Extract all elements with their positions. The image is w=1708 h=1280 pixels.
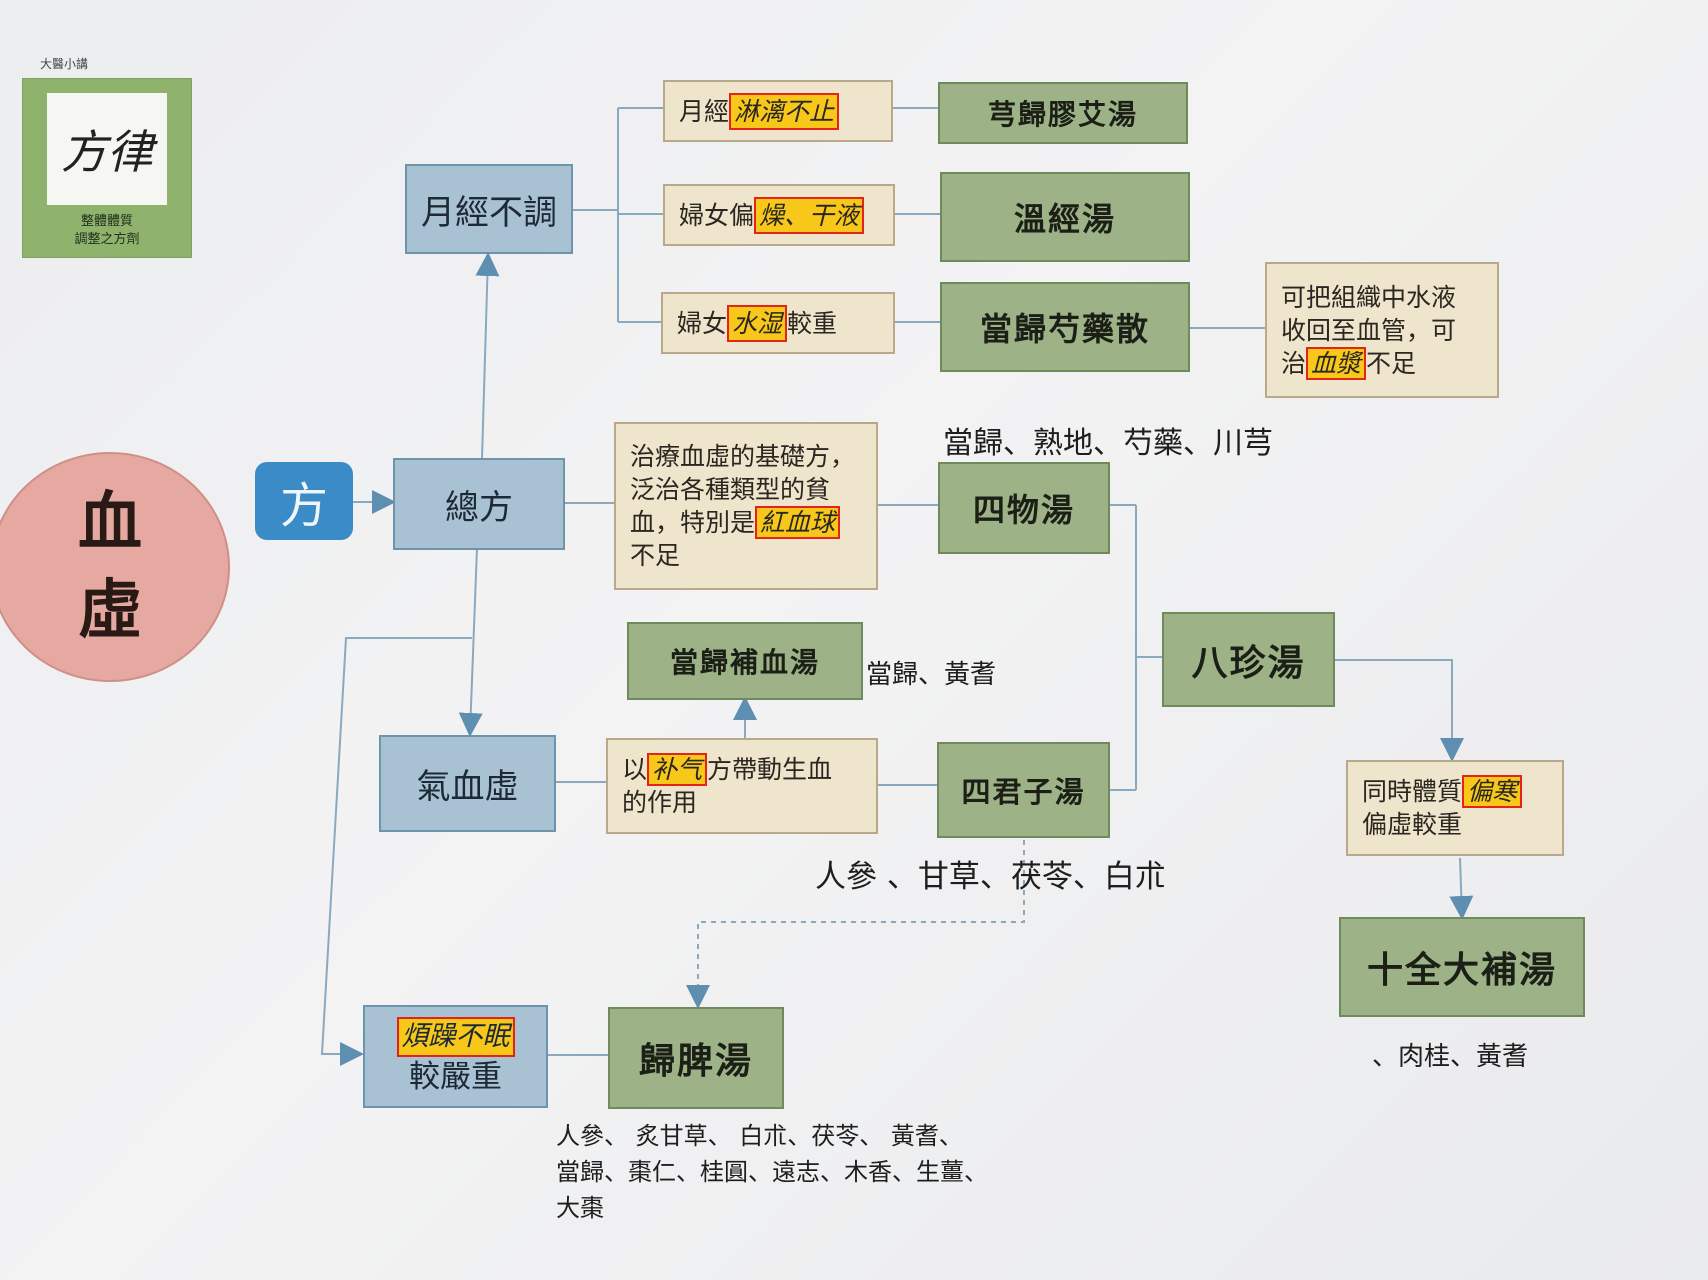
formula-shi-quan: 十全大補湯 [1339,917,1585,1017]
formula-si-wu: 四物湯 [938,462,1110,554]
ingredients-gui-pi: 人參、 炙甘草、 白朮、茯苓、 黃耆、 當歸、棗仁、桂圓、遠志、木香、生薑、 大… [556,1118,988,1226]
siwu-desc-line1: 治療血虛的基礎方， [630,442,856,471]
siwu-desc-line3-prefix: 血，特別是 [630,508,756,537]
node-severe: 煩躁不眠 較嚴重 [363,1005,548,1108]
bazhen-desc-line1: 同時體質偏寒 [1362,775,1523,808]
formula-wen-jing: 溫經湯 [940,172,1190,262]
formula-dang-gui-bu-xue: 當歸補血湯 [627,622,863,700]
bazhen-desc-highlight: 偏寒 [1462,775,1523,808]
ingredients-si-jun-zi: 人參 、甘草、茯苓、白朮 [815,859,1166,895]
condition-1-prefix: 月經 [679,96,730,126]
water-note-highlight: 血漿 [1306,346,1367,380]
logo-caption-line2: 調整之方劑 [74,232,140,247]
formula-ba-zhen: 八珍湯 [1162,612,1335,707]
ingredients-shi-quan: 、肉桂、黃耆 [1372,1042,1529,1072]
logo-title: 方律 [47,93,167,205]
severe-highlight: 煩躁不眠 [396,1016,515,1057]
water-note-line2: 收回至血管，可 [1281,315,1457,345]
water-note-line1: 可把組織中水液 [1281,282,1457,312]
condition-3-highlight: 水湿 [727,304,788,342]
formula-xiong-gui: 芎歸膠艾湯 [938,82,1188,144]
qi-desc-box: 以补气方帶動生血 的作用 [606,738,878,834]
condition-3-prefix: 婦女 [677,308,728,338]
logo-header: 大醫小講 [40,57,89,71]
main-topic-line2: 虛 [78,573,142,648]
formula-si-jun-zi: 四君子湯 [937,742,1110,838]
siwu-desc-line4: 不足 [630,541,681,570]
node-qixuexu: 氣血虛 [379,735,556,832]
qi-desc-suffix: 方帶動生血 [707,755,833,784]
water-note-box: 可把組織中水液 收回至血管，可 治血漿不足 [1265,262,1499,398]
main-topic-line1: 血 [78,485,142,560]
condition-2-prefix: 婦女偏 [679,200,755,230]
logo-caption: 整體體質 調整之方劑 [23,213,191,249]
logo-caption-line1: 整體體質 [80,214,133,229]
water-note-line3-suffix: 不足 [1366,348,1417,378]
siwu-desc-line3: 血，特別是紅血球 [630,506,841,539]
ingredients-gui-pi-line3: 大棗 [556,1194,604,1222]
ingredients-dang-gui-bu-xue: 當歸、黃耆 [866,660,997,690]
siwu-desc-line2: 泛治各種類型的貧 [630,475,831,504]
node-yuejing-butiao: 月經不調 [405,164,573,254]
formula-gui-pi: 歸脾湯 [608,1007,784,1109]
water-note-line3: 治血漿不足 [1281,346,1417,380]
condition-1-highlight: 淋漓不止 [729,92,840,130]
main-topic-circle: 血 虛 [0,452,230,682]
condition-1: 月經 淋漓不止 [663,80,893,142]
logo: 方律 整體體質 調整之方劑 [22,78,192,258]
bazhen-desc-prefix: 同時體質 [1362,777,1463,806]
water-note-line3-prefix: 治 [1281,348,1307,378]
bazhen-desc-box: 同時體質偏寒 偏虛較重 [1346,760,1564,856]
siwu-desc-box: 治療血虛的基礎方， 泛治各種類型的貧 血，特別是紅血球 不足 [614,422,878,590]
ingredients-gui-pi-line1: 人參、 炙甘草、 白朮、茯苓、 黃耆、 [556,1122,963,1150]
qi-desc-prefix: 以 [622,755,648,784]
condition-2: 婦女偏 燥、干液 [663,184,895,246]
ingredients-si-wu: 當歸、熟地、芍藥、川芎 [943,426,1273,461]
fang-label: 方 [255,462,353,540]
node-zongfang: 總方 [393,458,565,550]
severe-suffix: 較嚴重 [409,1058,502,1095]
siwu-desc-highlight: 紅血球 [755,506,841,539]
formula-dang-gui-shao: 當歸芍藥散 [940,282,1190,372]
condition-3-suffix: 較重 [787,308,838,338]
qi-desc-line2: 的作用 [622,788,698,817]
qi-desc-line1: 以补气方帶動生血 [622,753,832,786]
condition-3: 婦女 水湿 較重 [661,292,895,354]
ingredients-gui-pi-line2: 當歸、棗仁、桂圓、遠志、木香、生薑、 [556,1158,988,1186]
bazhen-desc-line2: 偏虛較重 [1362,810,1463,839]
qi-desc-highlight: 补气 [647,753,708,786]
condition-2-highlight: 燥、干液 [754,196,865,234]
